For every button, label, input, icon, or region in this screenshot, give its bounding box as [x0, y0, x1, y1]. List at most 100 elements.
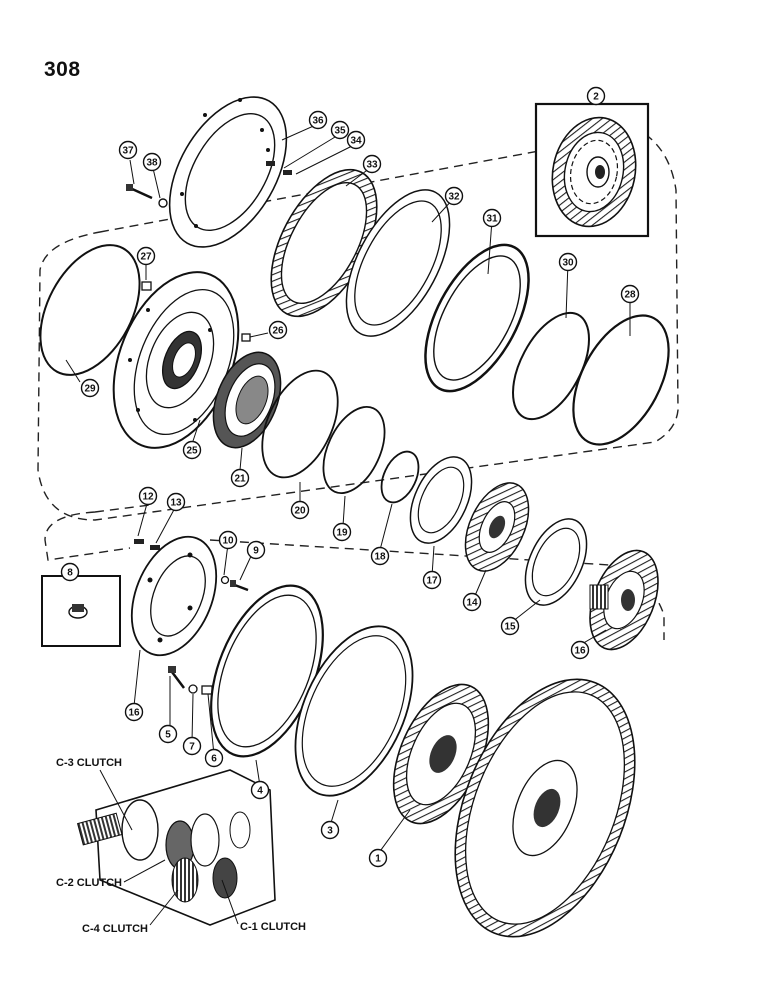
part-18-seal-ring — [380, 450, 420, 504]
callout-number: 7 — [189, 742, 195, 753]
callout-number: 19 — [336, 528, 348, 539]
callout-circle — [290, 500, 310, 520]
callout-number: 14 — [466, 598, 478, 609]
callout-circle — [500, 616, 520, 636]
callout-number: 1 — [375, 854, 381, 865]
part-19-seal-ring — [322, 405, 386, 495]
callout-number: 35 — [334, 126, 346, 137]
callout-16: 16 — [124, 702, 144, 722]
lower-group-outline — [44, 504, 151, 561]
callout-number: 36 — [312, 116, 324, 127]
part-12-13-springs — [134, 539, 160, 550]
callout-circle — [482, 208, 502, 228]
callout-number: 9 — [253, 546, 259, 557]
callout-circle — [136, 246, 156, 266]
part-32-separator-plate — [345, 189, 451, 337]
c3-clutch-label: C-3 CLUTCH — [56, 757, 122, 769]
callout-30: 30 — [558, 252, 578, 272]
callout-circle — [250, 780, 270, 800]
callout-31: 31 — [482, 208, 502, 228]
callout-number: 15 — [504, 622, 516, 633]
callout-36: 36 — [308, 110, 328, 130]
callout-group: 1234567891012131415161617181920212526272… — [60, 86, 640, 868]
callout-number: 13 — [170, 498, 182, 509]
callout-26: 26 — [268, 320, 288, 340]
callout-circle — [118, 140, 138, 160]
part-21-piston — [212, 351, 282, 449]
callout-number: 12 — [142, 492, 154, 503]
callout-number: 38 — [146, 158, 158, 169]
callout-circle — [462, 592, 482, 612]
part-6-bushing — [201, 685, 213, 695]
callout-circle — [370, 546, 390, 566]
callout-15: 15 — [500, 616, 520, 636]
callout-circle — [182, 440, 202, 460]
callout-circle — [124, 702, 144, 722]
callout-19: 19 — [332, 522, 352, 542]
callout-number: 32 — [448, 192, 460, 203]
part-14-friction-disc — [464, 482, 530, 572]
callout-number: 29 — [84, 384, 96, 395]
part-10-washer — [220, 575, 230, 585]
upper-group-outline — [37, 131, 679, 521]
callout-circle — [570, 640, 590, 660]
callout-circle — [362, 154, 382, 174]
callout-circle — [444, 186, 464, 206]
callout-circle — [332, 522, 352, 542]
callout-circle — [138, 486, 158, 506]
callout-number: 16 — [128, 708, 140, 719]
callout-number: 3 — [327, 826, 333, 837]
inset-part-8 — [41, 575, 121, 647]
callout-circle — [204, 748, 224, 768]
callout-1: 1 — [368, 848, 388, 868]
callout-circle — [182, 736, 202, 756]
callout-21: 21 — [230, 468, 250, 488]
callout-circle — [320, 820, 340, 840]
callout-17: 17 — [422, 570, 442, 590]
c2-clutch-label: C-2 CLUTCH — [56, 877, 122, 889]
page-number: 308 — [44, 58, 81, 81]
callout-number: 2 — [593, 92, 599, 103]
callout-circle — [230, 468, 250, 488]
callout-5: 5 — [158, 724, 178, 744]
callout-circle — [586, 86, 606, 106]
callout-27: 27 — [136, 246, 156, 266]
callout-34: 34 — [346, 130, 366, 150]
callout-32: 32 — [444, 186, 464, 206]
callout-12: 12 — [138, 486, 158, 506]
callout-number: 21 — [234, 474, 246, 485]
callout-number: 5 — [165, 730, 171, 741]
callout-circle — [166, 492, 186, 512]
callout-13: 13 — [166, 492, 186, 512]
callout-circle — [142, 152, 162, 172]
callout-33: 33 — [362, 154, 382, 174]
part-1-clutch-disc — [392, 683, 490, 825]
part-31-plate — [424, 243, 530, 393]
part-25-clutch-housing — [112, 271, 240, 449]
callout-number: 30 — [562, 258, 574, 269]
callout-number: 27 — [140, 252, 152, 263]
callout-circle — [558, 252, 578, 272]
part-3-separator-plate — [294, 625, 414, 797]
callout-20: 20 — [290, 500, 310, 520]
callout-circle — [268, 320, 288, 340]
part-28-ring — [572, 314, 670, 446]
callout-7: 7 — [182, 736, 202, 756]
callout-38: 38 — [142, 152, 162, 172]
callout-number: 28 — [624, 290, 636, 301]
part-9-bolt — [230, 580, 249, 592]
part-15-plate — [524, 518, 588, 606]
part-17-separator-plate — [409, 456, 473, 544]
callout-3: 3 — [320, 820, 340, 840]
callout-number: 17 — [426, 576, 438, 587]
callout-16: 16 — [570, 640, 590, 660]
part-5-bolt — [168, 666, 185, 689]
part-27-pin — [141, 281, 152, 291]
callout-number: 33 — [366, 160, 378, 171]
clutch-leaders — [99, 769, 239, 926]
part-38-washer — [158, 198, 168, 208]
callout-number: 16 — [574, 646, 586, 657]
part-11-retainer-plate — [130, 535, 218, 657]
c1-clutch-label: C-1 CLUTCH — [240, 921, 306, 933]
